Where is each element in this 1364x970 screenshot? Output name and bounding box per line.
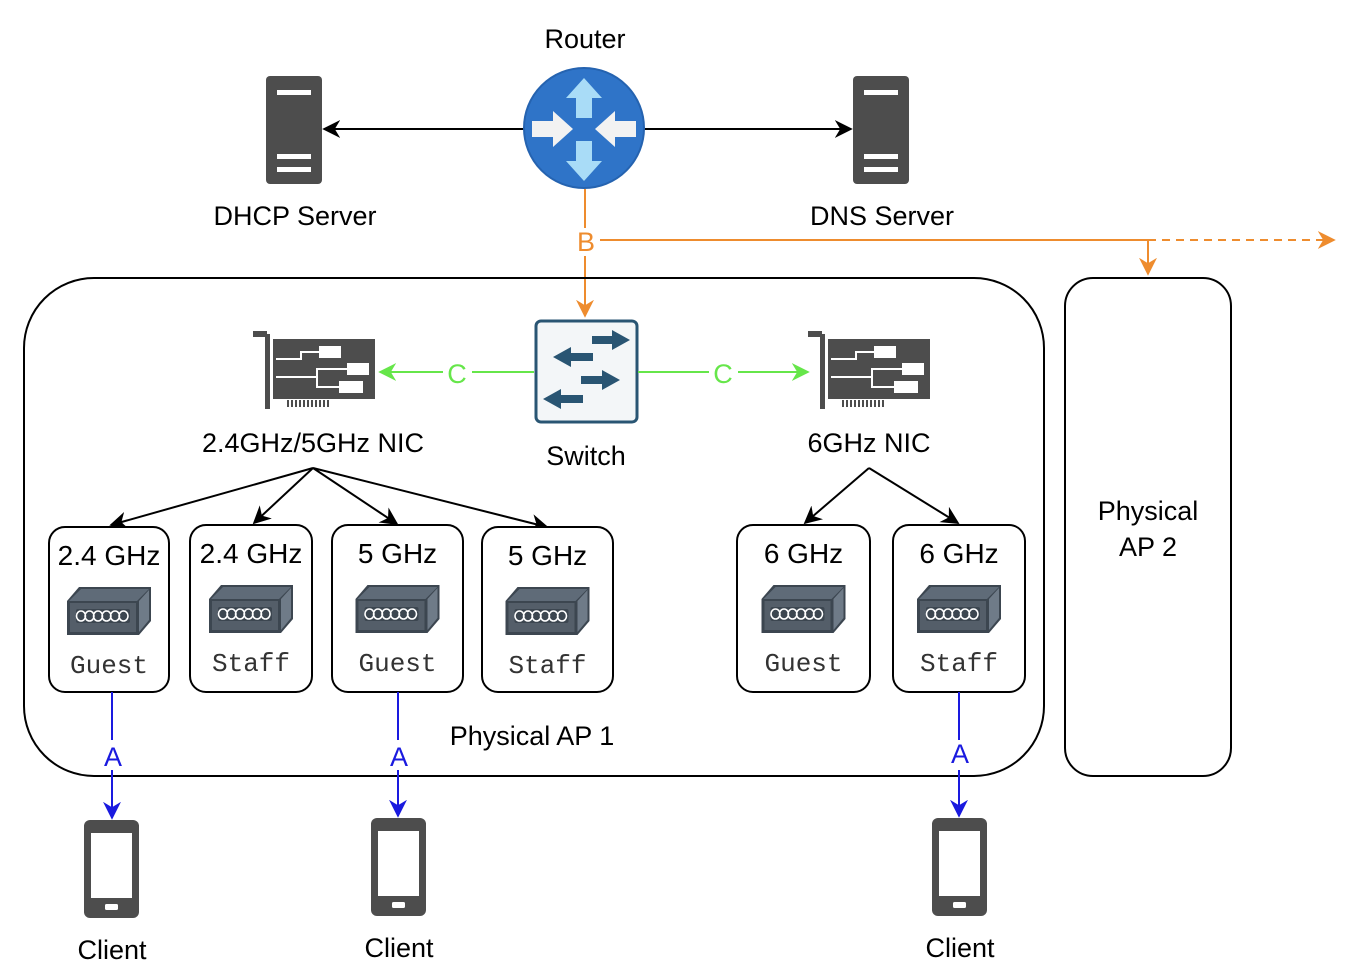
radio-band-label: 2.4 GHz: [200, 538, 303, 569]
router-icon: [523, 67, 645, 189]
client-1: Client: [77, 820, 147, 965]
radio-band-label: 6 GHz: [919, 538, 998, 569]
physical-ap-2: Physical AP 2: [1064, 277, 1232, 777]
link-a-1: A: [103, 692, 122, 820]
physical-ap-2-label-line2: AP 2: [1119, 532, 1177, 562]
radio-ssid-label: Guest: [358, 649, 436, 679]
phone-icon: [84, 820, 139, 918]
phone-icon: [371, 818, 426, 916]
client-3: Client: [925, 818, 995, 963]
link-a-label: A: [104, 742, 122, 772]
link-b-label: B: [577, 227, 595, 257]
physical-ap-2-label-line1: Physical: [1098, 496, 1199, 526]
nic-radio-links: [109, 467, 960, 532]
client-label: Client: [925, 933, 995, 963]
link-c-left: C: [378, 359, 534, 389]
link-c-label: C: [713, 359, 733, 389]
server-icon: [266, 76, 322, 184]
dhcp-server-label: DHCP Server: [213, 201, 376, 231]
router: Router: [523, 24, 645, 189]
switch: Switch: [534, 319, 639, 471]
switch-label: Switch: [546, 441, 626, 471]
link-a-2: A: [389, 692, 408, 818]
physical-ap-1-label: Physical AP 1: [450, 721, 615, 751]
radio-antenna-icon: [504, 586, 591, 636]
radio-antenna-icon: [916, 584, 1002, 634]
link-a-3: A: [950, 692, 969, 818]
radio-ssid-label: Staff: [508, 651, 586, 681]
radio-ssid-label: Guest: [764, 649, 842, 679]
radio-antenna-icon: [760, 584, 847, 634]
nic-6ghz-label: 6GHz NIC: [807, 428, 930, 458]
radio-antenna-icon: [354, 584, 441, 634]
radio-ssid-label: Staff: [212, 649, 290, 679]
dhcp-server: DHCP Server: [213, 76, 377, 231]
radio-ssid-label: Staff: [920, 649, 998, 679]
link-c-label: C: [447, 359, 467, 389]
nic-6ghz: 6GHz NIC: [807, 330, 931, 458]
radio-band-label: 2.4 GHz: [58, 540, 161, 571]
link-b: B: [576, 189, 1336, 318]
link-c-right: C: [638, 359, 810, 389]
radio-antenna-icon: [66, 586, 152, 636]
dns-server-label: DNS Server: [810, 201, 954, 231]
nic-card-icon: [252, 330, 376, 410]
physical-ap-1: Physical AP 1: [23, 277, 1045, 777]
server-icon: [853, 76, 909, 184]
radio-band-label: 5 GHz: [358, 538, 437, 569]
client-label: Client: [77, 935, 147, 965]
nic-2-4-5ghz-label: 2.4GHz/5GHz NIC: [202, 428, 424, 458]
radio-antenna-icon: [208, 584, 294, 634]
switch-icon: [534, 319, 639, 424]
radio-band-label: 5 GHz: [508, 540, 587, 571]
nic-card-icon: [807, 330, 931, 410]
dns-server: DNS Server: [810, 76, 954, 231]
router-label: Router: [544, 24, 625, 54]
link-a-label: A: [390, 742, 408, 772]
phone-icon: [932, 818, 987, 916]
client-label: Client: [364, 933, 434, 963]
link-a-label: A: [951, 739, 969, 769]
nic-2-4-5ghz: 2.4GHz/5GHz NIC: [202, 330, 424, 458]
radio-band-label: 6 GHz: [764, 538, 843, 569]
radio-ssid-label: Guest: [70, 651, 148, 681]
client-2: Client: [364, 818, 434, 963]
